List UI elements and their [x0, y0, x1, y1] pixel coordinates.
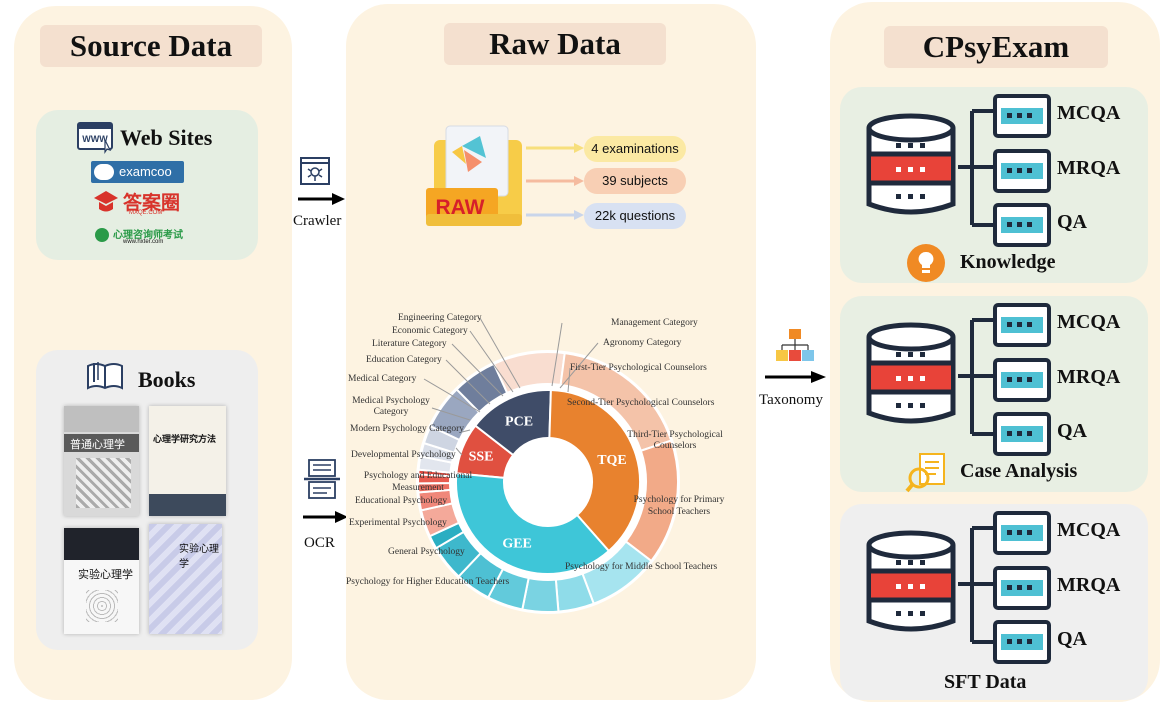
leader-line [469, 330, 514, 393]
taxonomy-icon [776, 329, 814, 361]
task-label-qa: QA [1057, 420, 1087, 442]
task-label-mcqa: MCQA [1057, 311, 1121, 333]
database-icon [866, 530, 956, 632]
sunburst-label-pce: PCE [505, 414, 533, 429]
book-experimental-psychology-1: 实验心理学 [64, 528, 139, 634]
cat-measurement: Psychology and Educational Measurement [363, 471, 473, 493]
www-icon: WWW [77, 122, 113, 154]
stat-questions: 22k questions [584, 203, 686, 229]
source-data-title: Source Data [40, 25, 262, 67]
cat-higher-education: Psychology for Higher Education Teachers [346, 577, 510, 587]
task-label-mcqa: MCQA [1057, 102, 1121, 124]
task-label-mcqa: MCQA [1057, 519, 1121, 541]
bracket-connector [958, 318, 994, 436]
raw-icon-text: RAW [436, 196, 485, 219]
sunburst-inner-gee [455, 472, 611, 575]
taxonomy-arrow [765, 371, 826, 383]
task-label-mrqa: MRQA [1057, 574, 1121, 596]
taxonomy-label: Taxonomy [759, 392, 823, 408]
cat-management: Management Category [611, 318, 698, 328]
task-label-mrqa: MRQA [1057, 157, 1121, 179]
books-label: Books [138, 367, 196, 392]
leader-line [461, 429, 471, 433]
ocr-scanner-icon [304, 459, 340, 499]
websites-box [36, 110, 258, 260]
cat-third-tier: Third-Tier Psychological Counselors [627, 430, 723, 451]
cat-primary-school: Psychology for Primary School Teachers [633, 495, 725, 517]
leader-line [551, 322, 563, 387]
cpsyexam-title: CPsyExam [884, 26, 1108, 68]
task-label-qa: QA [1057, 628, 1087, 650]
data-table-icon [993, 303, 1051, 347]
cat-education: Education Category [366, 355, 442, 365]
raw-data-title: Raw Data [444, 23, 666, 65]
data-table-icon [993, 620, 1051, 664]
crawler-icon [300, 157, 330, 185]
cat-medical-psychology: Medical Psychology Category [352, 396, 430, 417]
sunburst-label-tqe: TQE [597, 453, 627, 468]
leader-line [445, 359, 491, 405]
hxter-logo: 心理咨询师考试 www.hxter.com [95, 226, 195, 248]
cat-literature: Literature Category [372, 339, 447, 349]
section-name: Case Analysis [960, 460, 1078, 482]
data-table-icon [993, 149, 1051, 193]
cat-economic: Economic Category [392, 326, 468, 336]
database-icon [866, 322, 956, 424]
book-research-methods: 心理学研究方法 [149, 406, 226, 516]
stat-subjects: 39 subjects [584, 168, 686, 194]
sunburst-center [504, 438, 592, 526]
cat-second-tier: Second-Tier Psychological Counselors [567, 398, 715, 408]
section-name: SFT Data [944, 671, 1027, 693]
sunburst-label-gee: GEE [502, 537, 532, 552]
leader-line [423, 378, 481, 413]
database-icon [866, 113, 956, 215]
data-table-icon [993, 203, 1051, 247]
cat-first-tier: First-Tier Psychological Counselors [570, 363, 707, 373]
case-magnifier-icon [905, 452, 948, 494]
data-table-icon [993, 511, 1051, 555]
stat-examinations: 4 examinations [584, 136, 686, 162]
cat-experimental: Experimental Psychology [349, 518, 447, 528]
stat-arrows [526, 143, 584, 220]
leader-line [567, 367, 571, 393]
bracket-connector [958, 526, 994, 644]
cat-agronomy: Agronomy Category [603, 338, 682, 348]
cat-middle-school: Psychology for Middle School Teachers [565, 562, 718, 572]
mxqe-logo: 答案圈 MXQE.COM [93, 190, 185, 218]
section-name: Knowledge [960, 251, 1056, 273]
book-icon [87, 362, 123, 390]
leader-line [559, 342, 599, 389]
cat-engineering: Engineering Category [398, 313, 482, 323]
task-label-qa: QA [1057, 211, 1087, 233]
cat-educational-psychology: Educational Psychology [355, 496, 448, 506]
cat-medical: Medical Category [348, 374, 417, 384]
ocr-label: OCR [304, 535, 335, 551]
cat-modern-psychology: Modern Psychology Category [350, 424, 464, 434]
crawler-label: Crawler [293, 213, 342, 229]
leader-line [431, 407, 471, 421]
ocr-arrow [303, 511, 348, 523]
book-experimental-psychology-2: 实验心理学 [149, 524, 222, 634]
crawler-arrow [298, 193, 345, 205]
raw-folder-icon: RAW [426, 125, 522, 226]
examcoo-logo: examcoo [91, 161, 184, 183]
cat-developmental: Developmental Psychology [351, 450, 456, 460]
cat-general: General Psychology [388, 547, 465, 557]
data-table-icon [993, 412, 1051, 456]
sunburst-label-sse: SSE [469, 449, 494, 464]
book-general-psychology: 普通心理学 [64, 406, 139, 516]
leader-line [479, 317, 521, 389]
leader-line [455, 447, 463, 456]
leader-line [451, 343, 504, 397]
bracket-connector [958, 109, 994, 227]
data-table-icon [993, 94, 1051, 138]
lightbulb-icon [906, 243, 948, 285]
data-table-icon [993, 566, 1051, 610]
task-label-mrqa: MRQA [1057, 366, 1121, 388]
sunburst-outer-engineering-category [417, 468, 452, 478]
websites-label: Web Sites [120, 125, 213, 150]
data-table-icon [993, 358, 1051, 402]
svg-text:WWW: WWW [82, 134, 108, 144]
